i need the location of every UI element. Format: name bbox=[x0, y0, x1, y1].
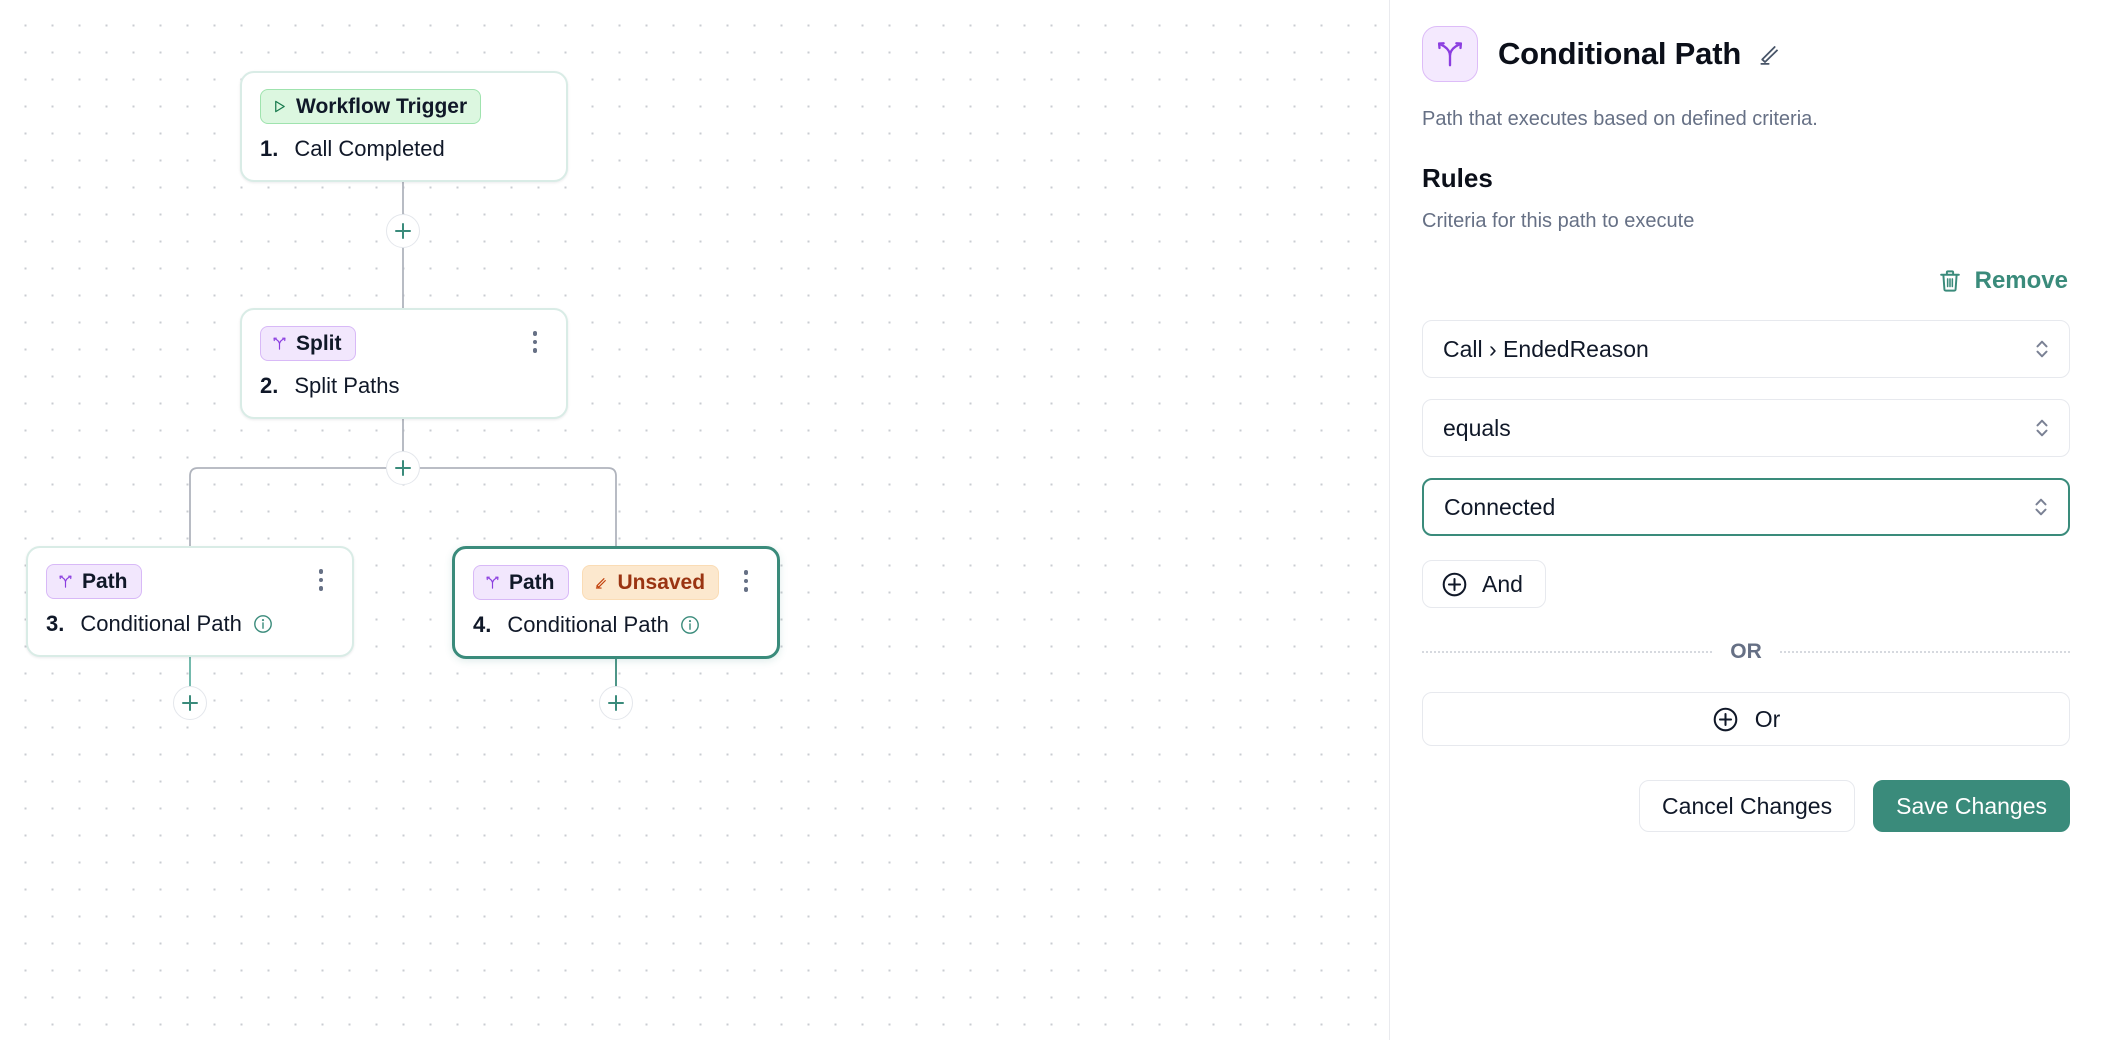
branch-icon bbox=[59, 575, 72, 588]
add-node-button-after-trigger[interactable] bbox=[386, 214, 420, 248]
remove-button[interactable]: Remove bbox=[1935, 263, 2070, 299]
node-badge-label: Workflow Trigger bbox=[296, 95, 468, 118]
add-or-condition-button[interactable]: Or bbox=[1422, 692, 2070, 746]
node-title: Split Paths bbox=[294, 373, 400, 398]
save-changes-button[interactable]: Save Changes bbox=[1873, 780, 2070, 832]
node-number: 1. bbox=[260, 136, 279, 161]
node-menu-button[interactable] bbox=[310, 569, 332, 591]
node-title-row: 2. Split Paths bbox=[260, 373, 548, 399]
pencil-icon[interactable] bbox=[1757, 41, 1783, 67]
workflow-node-split[interactable]: Split 2. Split Paths bbox=[240, 308, 568, 419]
node-title: Call Completed bbox=[294, 136, 445, 161]
unsaved-badge-label: Unsaved bbox=[617, 571, 706, 594]
page-title: Conditional Path bbox=[1498, 36, 1783, 72]
conditional-path-icon bbox=[1422, 26, 1478, 82]
node-title-row: 4. Conditional Path bbox=[473, 612, 759, 638]
node-title-row: 1. Call Completed bbox=[260, 136, 548, 162]
divider-line-left bbox=[1422, 651, 1713, 653]
node-number: 3. bbox=[46, 611, 65, 636]
workflow-node-path-4[interactable]: Path Unsaved 4. Conditional Path bbox=[452, 546, 780, 659]
node-title-row: 3. Conditional Path bbox=[46, 611, 334, 637]
branch-icon bbox=[486, 576, 499, 589]
trash-icon bbox=[1939, 270, 1960, 292]
value-select-value: Connected bbox=[1444, 493, 1556, 520]
node-badges: Path Unsaved bbox=[473, 565, 759, 600]
branch-icon bbox=[273, 337, 286, 350]
add-node-button-after-path-4[interactable] bbox=[599, 686, 633, 720]
panel-title-text: Conditional Path bbox=[1498, 36, 1742, 71]
plus-circle-icon bbox=[1713, 707, 1738, 731]
cancel-changes-button[interactable]: Cancel Changes bbox=[1639, 780, 1856, 832]
unsaved-badge: Unsaved bbox=[581, 565, 720, 600]
info-icon[interactable] bbox=[253, 614, 273, 634]
remove-row: Remove bbox=[1422, 263, 2070, 299]
workflow-node-path-3[interactable]: Path 3. Conditional Path bbox=[26, 546, 354, 657]
field-select[interactable]: Call › EndedReason bbox=[1422, 320, 2070, 378]
operator-select-value: equals bbox=[1443, 414, 1511, 441]
node-badges: Split bbox=[260, 326, 548, 361]
panel-header: Conditional Path bbox=[1422, 26, 2070, 82]
add-node-button-after-split[interactable] bbox=[386, 451, 420, 485]
node-badge-label: Split bbox=[296, 332, 342, 355]
panel-actions: Cancel Changes Save Changes bbox=[1422, 780, 2070, 832]
plus-circle-icon bbox=[1442, 572, 1467, 596]
connector-edges bbox=[189, 157, 617, 690]
node-number: 4. bbox=[473, 612, 492, 637]
chevron-up-down-icon bbox=[2031, 494, 2051, 520]
node-type-badge: Split bbox=[260, 326, 356, 361]
node-type-badge: Path bbox=[473, 565, 569, 600]
field-select-value: Call › EndedReason bbox=[1443, 335, 1649, 362]
divider-line-right bbox=[1779, 651, 2070, 653]
node-title: Conditional Path bbox=[507, 612, 669, 637]
workflow-canvas[interactable]: Workflow Trigger 1. Call Completed Split… bbox=[0, 0, 1389, 1040]
value-select[interactable]: Connected bbox=[1422, 478, 2070, 536]
node-badge-label: Path bbox=[82, 570, 128, 593]
or-button-label: Or bbox=[1754, 705, 1781, 732]
workflow-node-trigger[interactable]: Workflow Trigger 1. Call Completed bbox=[240, 71, 568, 182]
chevron-up-down-icon bbox=[2032, 336, 2052, 362]
node-badge-label: Path bbox=[509, 571, 555, 594]
panel-description: Path that executes based on defined crit… bbox=[1422, 108, 1818, 130]
or-divider-label: OR bbox=[1730, 640, 1762, 663]
node-type-badge: Path bbox=[46, 564, 142, 599]
details-panel: Conditional Path Path that executes base… bbox=[1389, 0, 2104, 1040]
operator-select[interactable]: equals bbox=[1422, 399, 2070, 457]
rules-heading: Rules bbox=[1422, 163, 1493, 193]
remove-label: Remove bbox=[1974, 267, 2068, 294]
node-menu-button[interactable] bbox=[735, 570, 757, 592]
rules-subtitle: Criteria for this path to execute bbox=[1422, 210, 1695, 232]
node-menu-button[interactable] bbox=[524, 331, 546, 353]
node-badges: Path bbox=[46, 564, 334, 599]
node-badges: Workflow Trigger bbox=[260, 89, 548, 124]
play-triangle-icon bbox=[275, 100, 285, 113]
info-icon[interactable] bbox=[680, 615, 700, 635]
or-divider: OR bbox=[1422, 640, 2070, 664]
pencil-icon bbox=[595, 578, 606, 589]
add-and-condition-button[interactable]: And bbox=[1422, 560, 1546, 608]
branch-icon bbox=[1437, 42, 1463, 67]
node-title: Conditional Path bbox=[80, 611, 242, 636]
and-button-label: And bbox=[1482, 570, 1523, 597]
node-type-badge: Workflow Trigger bbox=[260, 89, 482, 124]
node-number: 2. bbox=[260, 373, 279, 398]
chevron-up-down-icon bbox=[2032, 415, 2052, 441]
add-node-button-after-path-3[interactable] bbox=[173, 686, 207, 720]
